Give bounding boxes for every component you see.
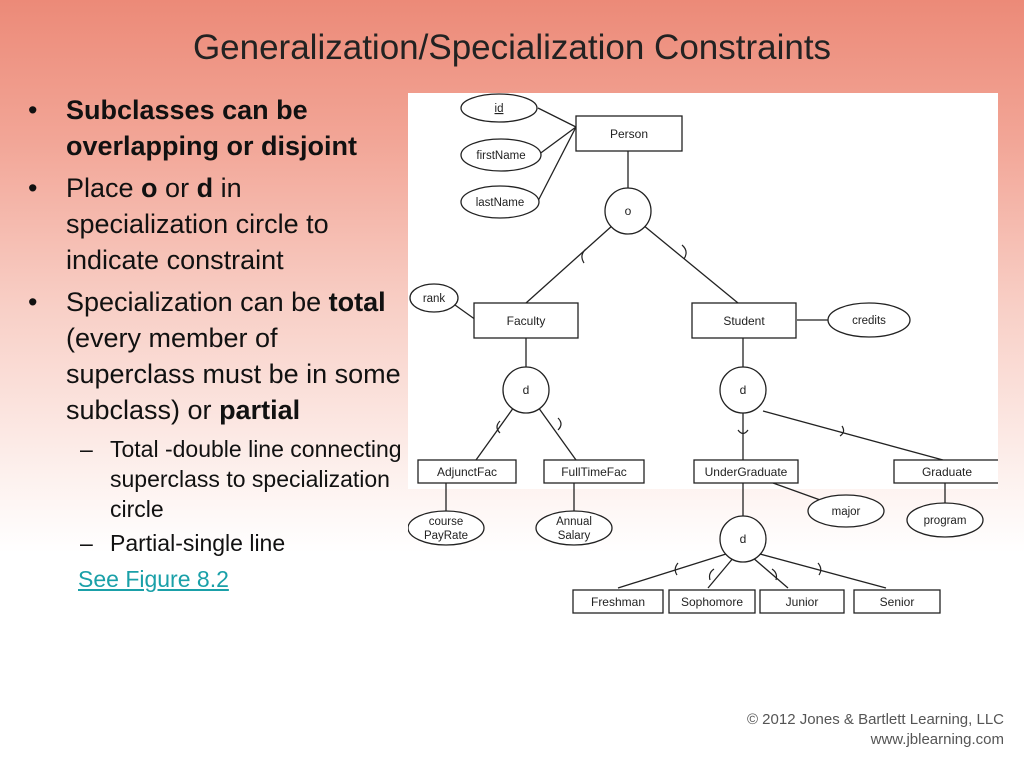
entity-boxes	[417, 115, 998, 614]
circle-undergrad-d: d	[740, 532, 747, 546]
attr-payrate: PayRate	[424, 530, 468, 542]
sub-bullet-dash: –	[80, 436, 93, 462]
sub-bullet-text: Partial-single line	[110, 530, 286, 556]
entity-faculty: Faculty	[507, 314, 546, 328]
bullet-text: (every member of superclass must be in s…	[66, 323, 401, 425]
bullet-list: • Subclasses can be overlapping or disjo…	[28, 92, 408, 593]
copyright-footer: © 2012 Jones & Bartlett Learning, LLC ww…	[747, 710, 1004, 750]
entity-sophomore: Sophomore	[681, 595, 743, 609]
specialization-circles	[502, 187, 767, 563]
bullet-overlap-text: Subclasses can be overlapping or disjoin…	[66, 95, 358, 161]
sub-bullet-text: Total -double line connecting superclass…	[110, 436, 402, 522]
diagram-svg: Person Faculty Student AdjunctFac FullTi…	[408, 93, 998, 614]
bullet-place: • Place o or d in specialization circle …	[28, 170, 408, 278]
attr-firstname: firstName	[476, 150, 525, 162]
attr-annual: Annual	[556, 516, 592, 528]
attr-rank: rank	[423, 293, 446, 305]
see-figure-link[interactable]: See Figure 8.2	[78, 566, 229, 592]
sub-bullet-partial: – Partial-single line	[28, 528, 408, 558]
bullet-total-partial: • Specialization can be total (every mem…	[28, 284, 408, 428]
bullet-text: in specialization circle to indicate con…	[66, 173, 329, 275]
circle-person-o: o	[625, 204, 632, 218]
entity-labels: Person Faculty Student AdjunctFac FullTi…	[437, 127, 972, 609]
attr-credits: credits	[852, 315, 886, 327]
entity-fulltimefac: FullTimeFac	[561, 465, 627, 479]
connector-lines	[445, 107, 946, 589]
bold-partial: partial	[219, 395, 301, 425]
bold-o: o	[141, 173, 158, 203]
copyright-text: © 2012 Jones & Bartlett Learning, LLC	[746, 711, 1004, 728]
attribute-ellipses	[408, 93, 984, 546]
bullet-dot: •	[28, 173, 38, 203]
entity-person: Person	[610, 127, 648, 141]
sub-bullet-dash: –	[80, 530, 93, 556]
attr-lastname: lastName	[476, 197, 525, 209]
circle-faculty-d: d	[523, 383, 530, 397]
bold-d: d	[196, 173, 214, 203]
attr-id: id	[495, 103, 504, 115]
bullet-dot: •	[28, 287, 38, 317]
attr-major: major	[832, 506, 861, 518]
entity-junior: Junior	[786, 595, 819, 609]
entity-graduate: Graduate	[922, 465, 972, 479]
circle-labels: o d d d	[523, 204, 747, 546]
entity-student: Student	[723, 314, 765, 328]
bold-total: total	[328, 287, 386, 317]
entity-freshman: Freshman	[591, 595, 645, 609]
bullet-overlap: • Subclasses can be overlapping or disjo…	[28, 92, 408, 164]
bullet-text: or	[157, 173, 197, 203]
entity-undergraduate: UnderGraduate	[705, 465, 788, 479]
bullet-text: Place	[66, 173, 142, 203]
attr-course: course	[429, 516, 464, 528]
bullet-text: Specialization can be	[66, 287, 329, 317]
attribute-labels: id firstName lastName rank credits cours…	[423, 103, 967, 542]
bullet-dot: •	[28, 95, 38, 125]
entity-senior: Senior	[880, 595, 915, 609]
attr-salary: Salary	[558, 530, 591, 542]
sub-bullet-total: – Total -double line connecting supercla…	[28, 434, 408, 524]
subset-marks	[496, 244, 845, 581]
website-text: www.jblearning.com	[870, 731, 1004, 748]
slide-title: Generalization/Specialization Constraint…	[192, 28, 832, 67]
attr-program: program	[924, 515, 967, 527]
circle-student-d: d	[740, 383, 747, 397]
eer-diagram: Person Faculty Student AdjunctFac FullTi…	[408, 93, 998, 616]
entity-adjunctfac: AdjunctFac	[437, 465, 497, 479]
